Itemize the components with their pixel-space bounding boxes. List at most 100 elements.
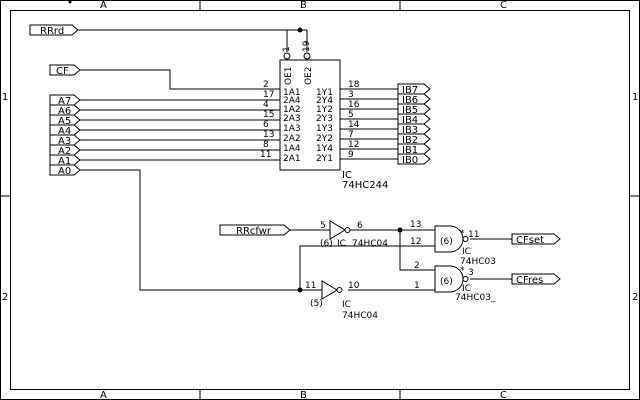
port-cfres[interactable]: CFres [511, 273, 561, 286]
zone-label-bottom-c: C [500, 390, 507, 400]
port-ib0[interactable] [397, 153, 431, 165]
inv-bottom-unit: (5) [310, 299, 323, 309]
port-ib6-label: IB6 [402, 95, 418, 106]
port-ib6[interactable] [397, 93, 431, 105]
address-ports: A7 A6 A5 A4 A3 A2 A1 A0 [49, 94, 81, 177]
port-rrd-label: RRrd [40, 26, 64, 37]
pin-num-out-0: 18 [348, 80, 360, 90]
port-ib2[interactable] [397, 133, 431, 145]
port-a7-label: A7 [58, 96, 71, 107]
port-a2[interactable] [49, 144, 81, 156]
nand-gate-top[interactable]: 13 12 (6) * 11 IC 74HC03 [410, 220, 496, 267]
junction-dot [297, 287, 303, 293]
junction-dot [397, 227, 403, 233]
ic-74hc244[interactable]: 1 19 OE1 OE2 2 1A1 17 2A4 4 1A2 15 2A3 6… [260, 30, 388, 191]
inv-top-part: 74HC04 [352, 239, 388, 249]
pin-name-out-0: 1Y1 [316, 88, 333, 98]
pin-name-out-4: 1Y3 [316, 124, 333, 134]
port-a6[interactable] [49, 104, 81, 116]
inverter-bottom[interactable]: 11 10 (5) IC 74HC04 [305, 280, 378, 321]
pin-name-in-6: 1A4 [283, 144, 301, 154]
junction-dot [297, 27, 303, 33]
pin-name-out-5: 2Y2 [316, 134, 333, 144]
inv-top-pin-out: 6 [357, 221, 363, 231]
nand-bottom-pin-a: 2 [414, 261, 420, 271]
pin-name-out-1: 2Y4 [316, 96, 333, 106]
port-a0[interactable] [49, 164, 81, 176]
port-ib5-label: IB5 [402, 105, 418, 116]
port-ib3-label: IB3 [402, 125, 418, 136]
port-ib5[interactable] [397, 103, 431, 115]
port-rrd[interactable]: RRrd [29, 24, 79, 37]
pin-num-in-5: 13 [263, 130, 274, 140]
port-rrcfwr[interactable]: RRcfwr [219, 224, 291, 237]
nand-bottom-part: 74HC03_ [455, 293, 496, 303]
ic-74hc244-body [279, 59, 341, 171]
pin-name-in-2: 1A2 [283, 105, 301, 115]
pin-num-in-4: 6 [263, 120, 269, 130]
port-ib4[interactable] [397, 113, 431, 125]
port-a6-label: A6 [58, 106, 71, 117]
nand-top-pin-out: 11 [468, 230, 479, 240]
nand-top-mark: * [460, 229, 465, 239]
nand-bottom-unit: (6) [440, 277, 453, 287]
port-ib7[interactable] [397, 83, 431, 95]
port-a3[interactable] [49, 134, 81, 146]
port-a0-label: A0 [58, 166, 71, 177]
pin-num-out-3: 5 [348, 110, 354, 120]
port-a1-label: A1 [58, 156, 71, 167]
zone-label-right-2: 2 [632, 292, 638, 303]
inv-bottom-ref: IC [342, 300, 351, 310]
port-ib7-label: IB7 [402, 85, 418, 96]
pin-name-in-1: 2A4 [283, 96, 301, 106]
nand-gate-bottom[interactable]: 2 1 (6) * 3 IC 74HC03_ [414, 261, 496, 303]
port-a3-label: A3 [58, 136, 71, 147]
port-rrcfwr-label: RRcfwr [236, 226, 272, 237]
inner-frame [10, 10, 630, 390]
zone-label-right-1: 1 [632, 92, 638, 103]
pin-num-out-4: 14 [348, 120, 360, 130]
nand-bottom-pin-b: 1 [414, 281, 420, 291]
oe1-bubble [283, 52, 291, 60]
pin-name-in-0: 1A1 [283, 88, 301, 98]
pin-num-in-2: 4 [263, 100, 269, 110]
oe2-bubble [303, 52, 311, 60]
port-a7[interactable] [49, 94, 81, 106]
port-cfset-label: CFset [516, 235, 544, 246]
pin-num-out-5: 7 [348, 130, 354, 140]
port-ib2-label: IB2 [402, 135, 418, 146]
port-cf[interactable]: CF [49, 64, 81, 77]
ic-74hc244-part: 74HC244 [342, 180, 388, 191]
nand-top-pin-a: 13 [410, 220, 421, 230]
wires [78, 29, 512, 291]
port-ib4-label: IB4 [402, 115, 418, 126]
port-a4[interactable] [49, 124, 81, 136]
pin-name-in-7: 2A1 [283, 154, 301, 164]
pin-num-in-6: 8 [263, 140, 269, 150]
nand-top-ref: IC [462, 247, 471, 257]
pin-name-out-3: 2Y3 [316, 114, 333, 124]
pin-name-out-6: 1Y4 [316, 144, 333, 154]
pin-num-in-1: 17 [263, 90, 274, 100]
pin-name-in-4: 1A3 [283, 124, 301, 134]
inv-bottom-part: 74HC04 [342, 311, 378, 321]
pin-name-out-2: 1Y2 [316, 105, 333, 115]
port-ib3[interactable] [397, 123, 431, 135]
port-cf-label: CF [56, 66, 69, 77]
inverter-top[interactable]: 5 6 (6) IC 74HC04 [320, 220, 388, 249]
port-a5[interactable] [49, 114, 81, 126]
zone-label-left-2: 2 [2, 292, 8, 303]
port-ib1[interactable] [397, 143, 431, 155]
zone-label-bottom-b: B [300, 390, 307, 400]
zone-label-top-a: A [100, 0, 107, 11]
pin-name-in-5: 2A2 [283, 134, 301, 144]
pin-num-out-1: 3 [348, 90, 354, 100]
pin-num-out-2: 16 [348, 100, 360, 110]
inv-top-pin-in: 5 [320, 221, 326, 231]
zone-label-top-b: B [300, 0, 307, 11]
nand-bottom-ref: IC [462, 284, 471, 294]
zone-label-bottom-a: A [100, 390, 107, 400]
port-a1[interactable] [49, 154, 81, 166]
port-cfset[interactable]: CFset [511, 233, 561, 246]
pin-num-in-7: 11 [260, 150, 271, 160]
